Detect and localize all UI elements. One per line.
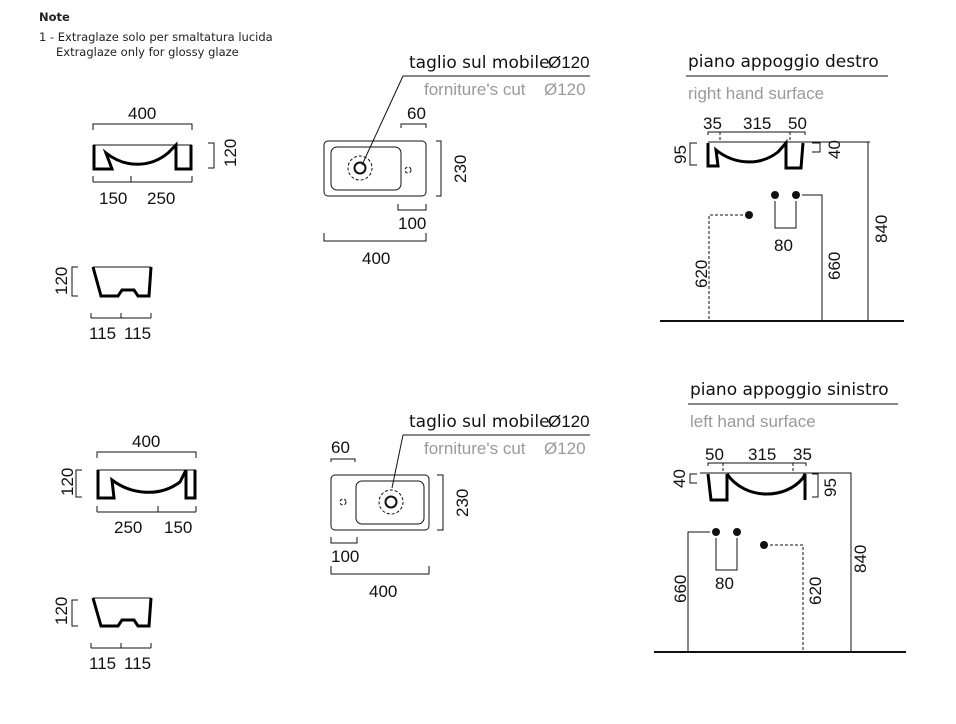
dim-660: 660 <box>825 252 844 280</box>
dim-150: 150 <box>99 189 127 208</box>
dim-35: 35 <box>703 114 722 133</box>
dim-100: 100 <box>398 214 426 233</box>
note-heading: Note <box>39 10 70 24</box>
dim-80: 80 <box>774 236 793 255</box>
dim-width-400-b: 400 <box>132 432 160 451</box>
dim-side-120: 120 <box>52 267 71 295</box>
dim-840-b: 840 <box>851 545 870 573</box>
drain-point-b <box>760 541 768 549</box>
cut-label-it: taglio sul mobile <box>409 53 550 73</box>
dim-620-b: 620 <box>806 577 825 605</box>
right-surface-view: piano appoggio destro right hand surface… <box>660 52 904 322</box>
dim-660-b: 660 <box>671 575 690 603</box>
dim-95-b: 95 <box>821 478 840 497</box>
top-front-view: 400 120 150 250 <box>92 104 240 208</box>
right-title: piano appoggio destro <box>688 52 879 72</box>
dim-840: 840 <box>872 215 891 243</box>
dim-150-b: 150 <box>164 518 192 537</box>
top-plan-view: taglio sul mobile Ø120 forniture's cut Ø… <box>323 53 590 268</box>
drain-point <box>745 211 753 219</box>
dim-115-c: 115 <box>89 654 116 673</box>
cut-label-en: forniture's cut <box>424 80 526 99</box>
dim-250-b: 250 <box>114 518 142 537</box>
left-title: piano appoggio sinistro <box>690 380 889 400</box>
right-subtitle: right hand surface <box>688 84 824 103</box>
cut-label-en-b: forniture's cut <box>424 439 526 458</box>
dim-100-b: 100 <box>331 547 359 566</box>
note-line-2: Extraglaze only for glossy glaze <box>56 45 239 59</box>
dim-40-b: 40 <box>670 469 689 488</box>
tap-point-d <box>733 528 741 536</box>
dim-80-b: 80 <box>715 574 734 593</box>
dim-400-plan-b: 400 <box>369 582 397 601</box>
dim-width-400: 400 <box>128 104 156 123</box>
bottom-front-view: 400 120 250 150 <box>58 432 197 537</box>
note-line-1: 1 - Extraglaze solo per smaltatura lucid… <box>39 30 273 44</box>
bottom-plan-view: taglio sul mobile Ø120 forniture's cut Ø… <box>330 412 590 601</box>
dim-35-b: 35 <box>793 445 812 464</box>
cut-diameter: Ø120 <box>548 53 590 72</box>
dim-115-b: 115 <box>124 324 151 343</box>
dim-50: 50 <box>788 114 807 133</box>
dim-315: 315 <box>743 114 771 133</box>
cut-label-it-b: taglio sul mobile <box>409 412 550 432</box>
dim-60-b: 60 <box>331 438 350 457</box>
dim-400-plan: 400 <box>362 249 390 268</box>
left-subtitle: left hand surface <box>690 412 816 431</box>
dim-50-b: 50 <box>705 445 724 464</box>
tap-point-b <box>792 191 800 199</box>
dim-95: 95 <box>671 145 690 164</box>
cut-diameter-en: Ø120 <box>544 80 586 99</box>
top-side-view: 120 115 115 <box>52 266 153 343</box>
tap-point-a <box>771 191 779 199</box>
dim-250: 250 <box>147 189 175 208</box>
dim-height-120: 120 <box>221 139 240 167</box>
dim-115-d: 115 <box>124 654 151 673</box>
cut-diameter-en-b: Ø120 <box>544 439 586 458</box>
dim-115-a: 115 <box>89 324 116 343</box>
cut-diameter-b: Ø120 <box>548 412 590 431</box>
left-surface-view: piano appoggio sinistro left hand surfac… <box>654 380 906 653</box>
dim-315-b: 315 <box>748 445 776 464</box>
dim-height-120-b: 120 <box>58 468 77 496</box>
tap-point-c <box>712 528 720 536</box>
dim-side-120-b: 120 <box>52 597 71 625</box>
dim-40: 40 <box>825 140 844 159</box>
dim-60: 60 <box>407 104 426 123</box>
dim-230-b: 230 <box>453 489 472 517</box>
dim-620: 620 <box>692 260 711 288</box>
bottom-side-view: 120 115 115 <box>52 597 153 673</box>
dim-230: 230 <box>451 155 470 183</box>
